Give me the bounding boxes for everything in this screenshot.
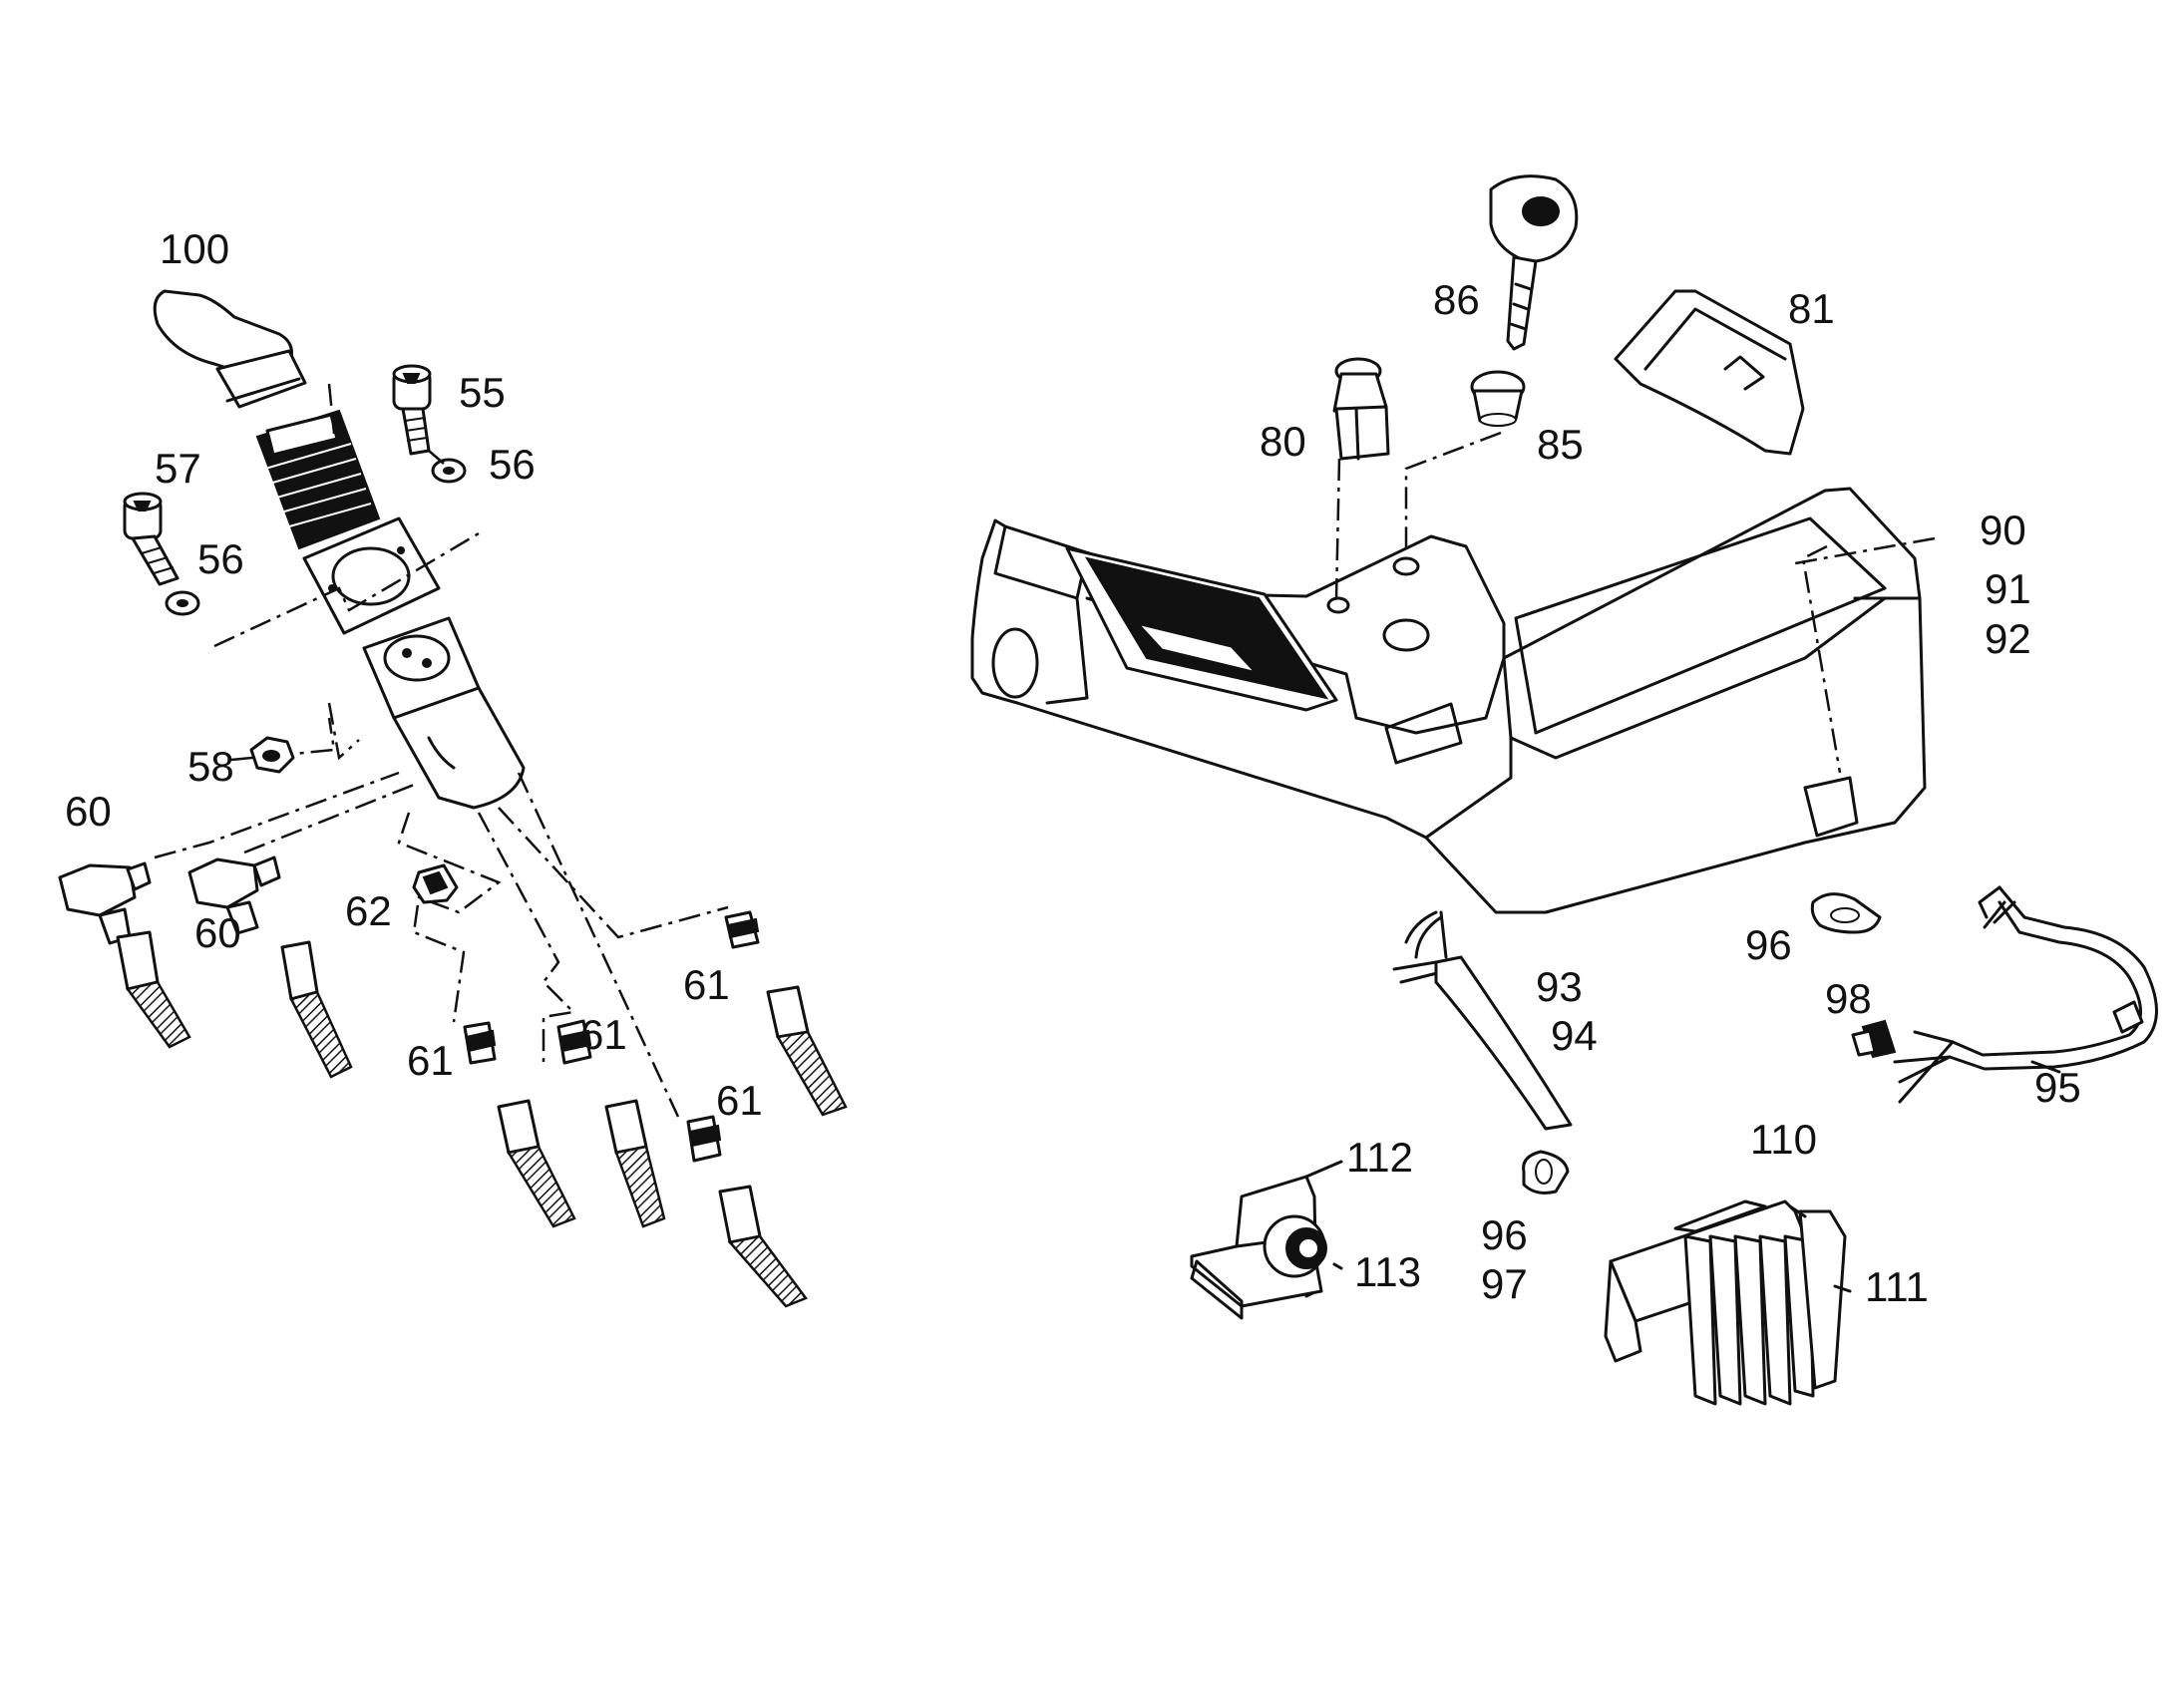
- callout-61: 61: [716, 1077, 763, 1124]
- part-95-wire-harness: [1851, 885, 2158, 1104]
- part-60-fitting-right: [187, 855, 353, 1079]
- callout-90: 90: [1980, 507, 2026, 553]
- callout-85: 85: [1537, 421, 1584, 468]
- part-86-key: [1489, 174, 1579, 351]
- callout-56: 56: [197, 535, 244, 582]
- callout-111: 111: [1865, 1263, 1929, 1310]
- callout-60: 60: [194, 909, 241, 956]
- console-housing: [970, 487, 1927, 914]
- assembly-dash-lines-right: [1334, 431, 1936, 774]
- console-assembly: 86 81 80 85 90 91 92 96 93 94 98 95 112 …: [970, 174, 2158, 1406]
- assembly-dash-lines-left: [154, 383, 729, 1118]
- part-55-bolt: [392, 364, 467, 484]
- part-61-fitting-a: [724, 910, 848, 1117]
- callout-113: 113: [1354, 1248, 1421, 1295]
- part-81-cover: [1614, 289, 1805, 456]
- part-85-plug: [1470, 370, 1526, 427]
- callout-97: 97: [1481, 1260, 1528, 1307]
- callout-91: 91: [1985, 565, 2031, 612]
- part-61-fitting-b: [497, 1019, 592, 1228]
- part-61-fitting-d: [686, 1115, 808, 1308]
- callout-92: 92: [1985, 615, 2031, 662]
- part-100-handle-grip: [153, 289, 307, 409]
- valve-body: [362, 616, 526, 810]
- callout-57: 57: [155, 445, 201, 492]
- callout-96: 96: [1481, 1211, 1528, 1258]
- part-112-113-bracket: [1190, 1175, 1327, 1320]
- callout-61: 61: [407, 1037, 454, 1084]
- callout-55: 55: [459, 369, 506, 416]
- callout-61: 61: [580, 1011, 627, 1058]
- callout-61: 61: [683, 961, 730, 1008]
- part-96-clip-lower: [1522, 1150, 1570, 1195]
- part-61-fitting-c: [463, 1021, 666, 1228]
- part-57-bolt: [123, 492, 200, 616]
- callout-98: 98: [1825, 975, 1872, 1022]
- callout-94: 94: [1551, 1012, 1598, 1059]
- part-62-plug: [412, 863, 459, 904]
- flange-plate: [302, 516, 441, 635]
- part-96-clip-upper: [1810, 892, 1882, 934]
- part-60-fitting-left: [58, 861, 191, 1049]
- part-80-button: [1332, 357, 1390, 461]
- callout-80: 80: [1260, 418, 1306, 465]
- leader-lines: [1304, 1060, 2061, 1293]
- callout-112: 112: [1346, 1134, 1413, 1181]
- part-93-94-cable: [1392, 910, 1573, 1131]
- callout-110: 110: [1750, 1116, 1817, 1163]
- callout-62: 62: [345, 887, 392, 934]
- callout-58: 58: [187, 743, 234, 790]
- callout-95: 95: [2034, 1064, 2081, 1111]
- callout-56: 56: [489, 441, 536, 488]
- rubber-boot: [255, 409, 381, 550]
- callout-100: 100: [160, 225, 229, 272]
- callout-60: 60: [65, 788, 112, 835]
- part-58-nut: [249, 736, 295, 774]
- callout-93: 93: [1536, 963, 1583, 1010]
- callout-81: 81: [1788, 285, 1835, 332]
- joystick-assembly: 100 55 57 56 56 58 60 60 62 61 61 61 61: [58, 225, 848, 1308]
- callout-86: 86: [1433, 276, 1480, 323]
- part-110-111-heatsink: [1604, 1199, 1847, 1406]
- callout-96: 96: [1745, 921, 1792, 968]
